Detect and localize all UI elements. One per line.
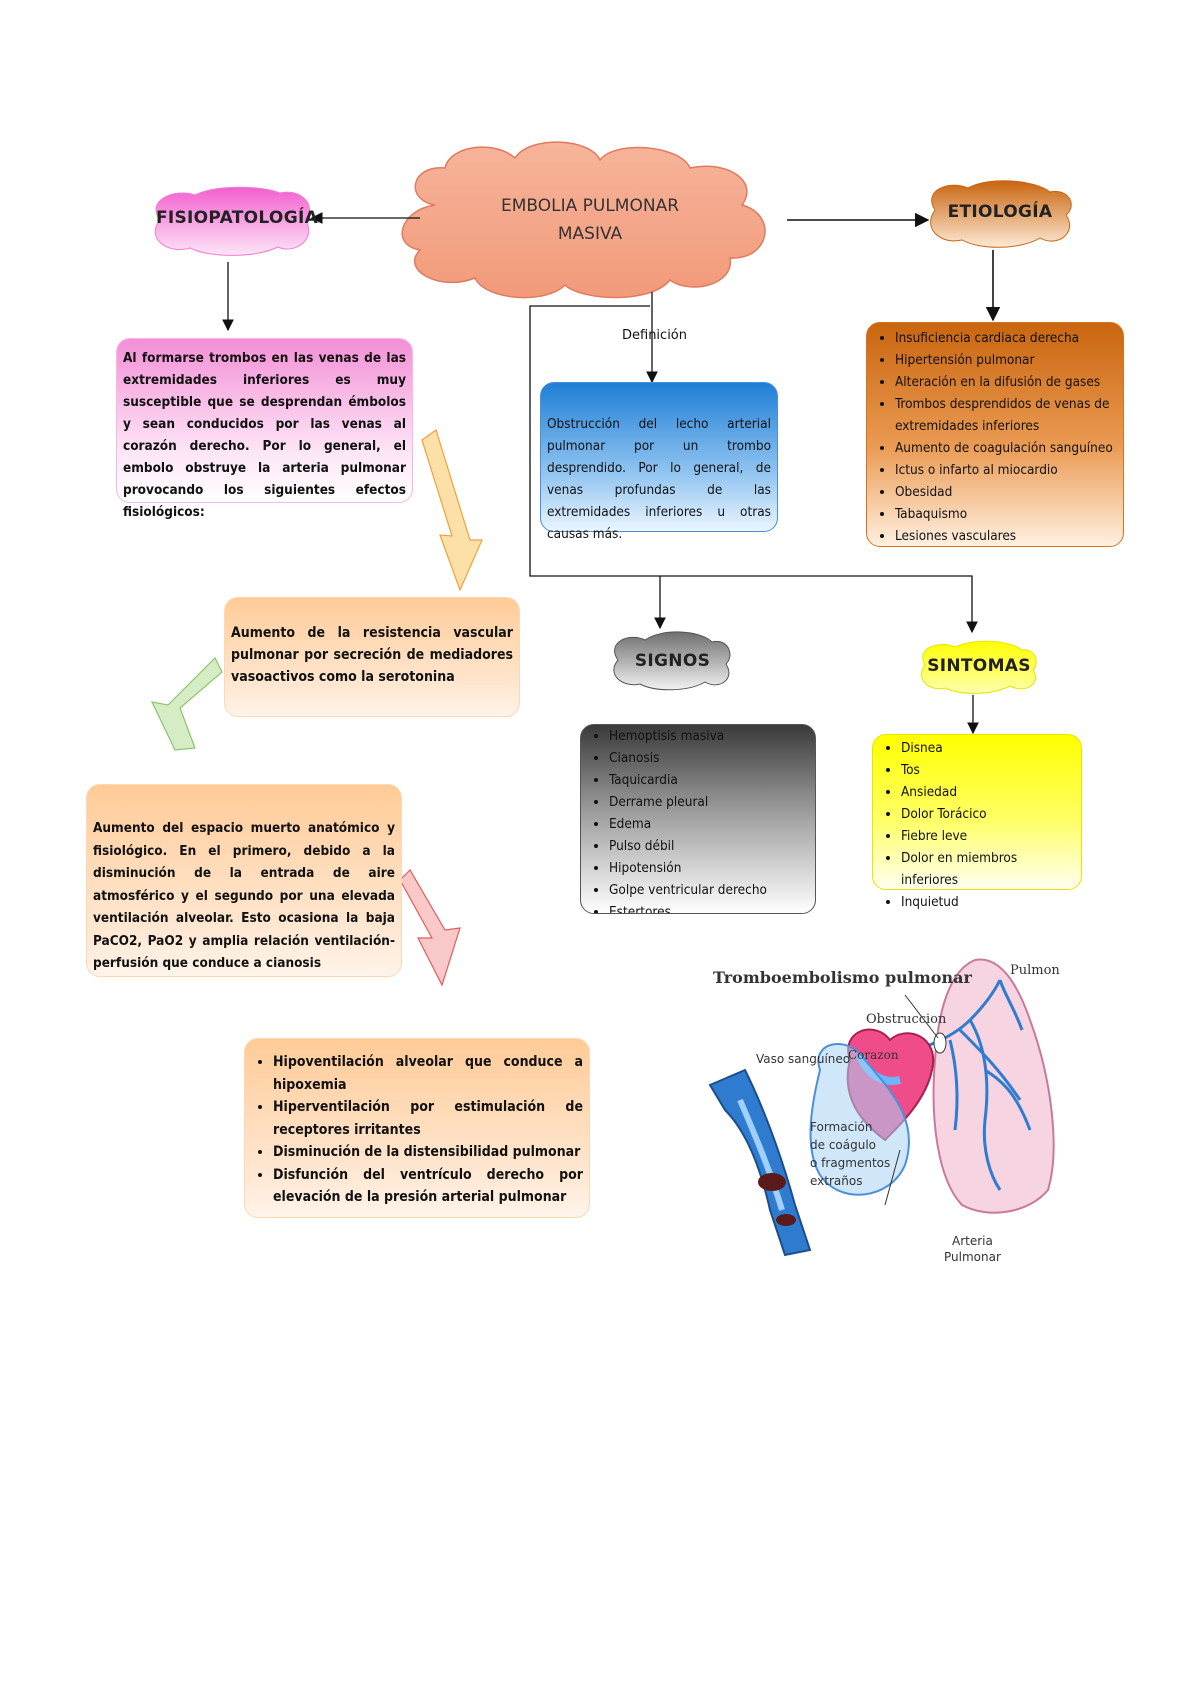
list-item: Tos: [901, 759, 1075, 781]
connector-to-sintomas: [529, 305, 978, 634]
main-topic: EMBOLIA PULMONAR MASIVA: [470, 192, 710, 248]
blood-vessel: [708, 1068, 812, 1257]
list-item: Alteración en la difusión de gases: [895, 371, 1117, 393]
obstruccion-pointer: [904, 994, 939, 1039]
label-arteria: Arteria Pulmonar: [944, 1233, 1001, 1265]
flow-arrow-red: [399, 869, 461, 987]
fisio-step2-box: Aumento del espacio muerto anatómico y f…: [86, 784, 402, 977]
fisiopatologia-label: FISIOPATOLOGÍA: [155, 208, 319, 228]
list-item: Obesidad: [895, 481, 1117, 503]
label-formacion-line: extraños: [810, 1174, 863, 1188]
fisio-step2-text: Aumento del espacio muerto anatómico y f…: [93, 820, 395, 971]
label-arteria-line: Pulmonar: [944, 1250, 1001, 1264]
list-item: Lesiones vasculares: [895, 525, 1117, 547]
list-item: Fiebre leve: [901, 825, 1075, 847]
fisio-step1-text: Aumento de la resistencia vascular pulmo…: [231, 625, 513, 685]
list-item: Hipoventilación alveolar que conduce a h…: [273, 1051, 583, 1096]
clot-shape: [776, 1214, 796, 1226]
obstruction-marker: [933, 1032, 947, 1054]
tromboembolismo-illustration: [708, 958, 1055, 1257]
list-item: Aumento de coagulación sanguíneo: [895, 437, 1117, 459]
fisio-intro-text: Al formarse trombos en las venas de las …: [123, 350, 406, 520]
list-item: Hiperventilación por estimulación de rec…: [273, 1096, 583, 1141]
list-item: Trombos desprendidos de venas de extremi…: [895, 393, 1117, 437]
list-item: Pulso débil: [609, 835, 809, 857]
main-topic-line2: MASIVA: [557, 224, 623, 244]
list-item: Insuficiencia cardiaca derecha: [895, 327, 1117, 349]
label-formacion: Formación de coágulo o fragmentos extrañ…: [810, 1118, 890, 1190]
flow-arrow-green: [150, 656, 223, 751]
sintomas-label-shape: [921, 640, 1037, 694]
signos-list: Hemoptisis masiva Cianosis Taquicardia D…: [587, 725, 809, 913]
body-outline: [809, 1043, 910, 1196]
list-item: Disfunción del ventrículo derecho por el…: [273, 1164, 583, 1209]
list-item: Disnea: [901, 737, 1075, 759]
label-corazon: Corazon: [848, 1048, 899, 1062]
list-item: Hipertensión pulmonar: [895, 349, 1117, 371]
etiologia-box: Insuficiencia cardiaca derecha Hipertens…: [866, 322, 1124, 547]
list-item: Tabaquismo: [895, 503, 1117, 525]
label-formacion-line: o fragmentos: [810, 1156, 891, 1170]
list-item: Hemoptisis masiva: [609, 725, 809, 747]
label-vaso: Vaso sanguíneo: [756, 1052, 851, 1066]
definicion-box: Obstrucción del lecho arterial pulmonar …: [540, 382, 778, 542]
list-item: Estertores: [609, 901, 809, 913]
list-item: Inquietud: [901, 891, 1075, 913]
main-topic-line1: EMBOLIA PULMONAR: [500, 196, 680, 216]
definicion-label: Definición: [622, 328, 687, 343]
list-item: Cianosis: [609, 747, 809, 769]
label-obstruccion: Obstruccion: [866, 1012, 947, 1027]
label-arteria-line: Arteria: [952, 1234, 993, 1248]
list-item: Hipotensión: [609, 857, 809, 879]
label-formacion-line: Formación: [810, 1120, 873, 1134]
fisio-step3-list: Hipoventilación alveolar que conduce a h…: [251, 1051, 583, 1209]
clot-shape: [758, 1173, 786, 1191]
fisio-step1-box: Aumento de la resistencia vascular pulmo…: [224, 597, 520, 717]
illustration-title: Tromboembolismo pulmonar: [713, 968, 972, 987]
label-pulmon: Pulmon: [1010, 963, 1060, 978]
vessel-lumen: [737, 1098, 785, 1211]
etiologia-label: ETIOLOGÍA: [947, 202, 1053, 222]
list-item: Disminución de la distensibilidad pulmon…: [273, 1141, 583, 1164]
signos-label: SIGNOS: [634, 651, 711, 671]
list-item: Taquicardia: [609, 769, 809, 791]
flow-arrow-yellow: [421, 429, 483, 592]
etiologia-list: Insuficiencia cardiaca derecha Hipertens…: [873, 327, 1117, 547]
list-item: Golpe ventricular derecho: [609, 879, 809, 901]
sintomas-label: SINTOMAS: [927, 656, 1031, 676]
fisiopatologia-label-shape: [154, 186, 310, 256]
label-formacion-line: de coágulo: [810, 1138, 877, 1152]
list-item: Derrame pleural: [609, 791, 809, 813]
fisio-step3-box: Hipoventilación alveolar que conduce a h…: [244, 1038, 590, 1218]
list-item: Ansiedad: [901, 781, 1075, 803]
sintomas-box: Disnea Tos Ansiedad Dolor Torácico Fiebr…: [872, 734, 1082, 910]
signos-label-shape: [613, 631, 731, 691]
list-item: Dolor en miembros inferiores: [901, 847, 1075, 891]
lung-shape: [932, 958, 1055, 1214]
arteria-pointer: [884, 1149, 901, 1206]
etiologia-label-shape: [930, 180, 1072, 248]
list-item: Ictus o infarto al miocardio: [895, 459, 1117, 481]
signos-box: Hemoptisis masiva Cianosis Taquicardia D…: [580, 724, 816, 914]
definicion-text: Obstrucción del lecho arterial pulmonar …: [547, 416, 771, 542]
main-cloud: [401, 141, 766, 299]
fisio-intro-box: Al formarse trombos en las venas de las …: [116, 338, 413, 520]
list-item: Edema: [609, 813, 809, 835]
list-item: Dolor Torácico: [901, 803, 1075, 825]
sintomas-list: Disnea Tos Ansiedad Dolor Torácico Fiebr…: [879, 737, 1075, 913]
